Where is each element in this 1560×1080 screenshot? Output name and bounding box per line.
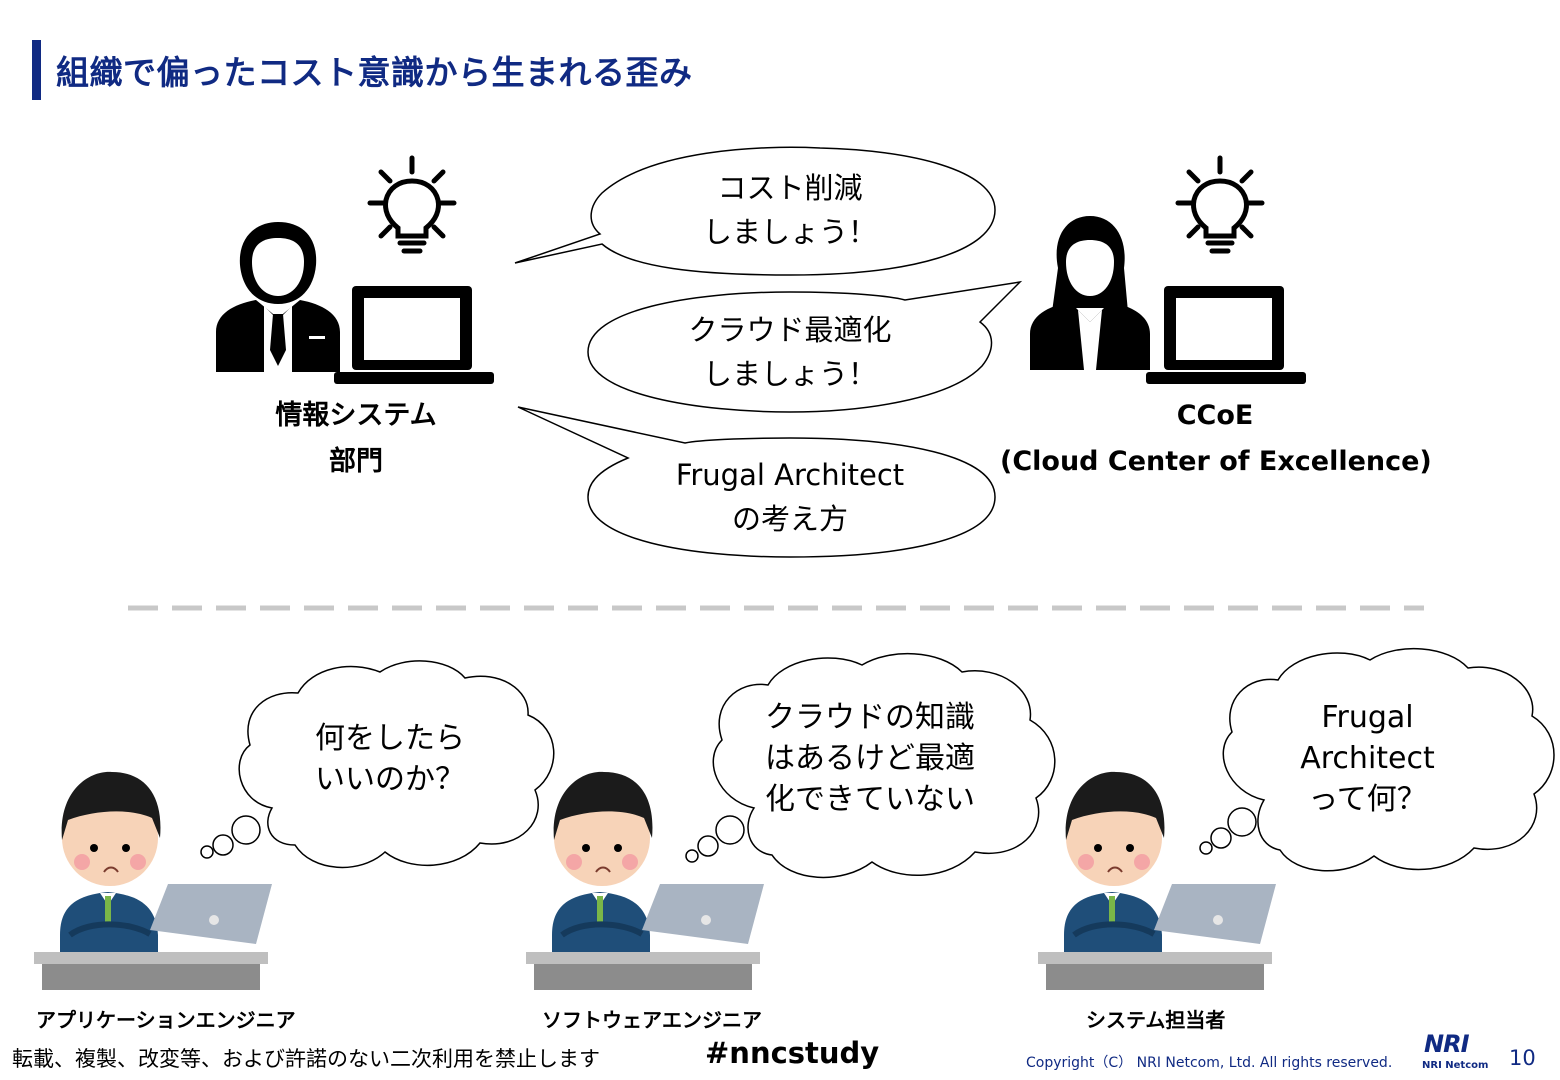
thought-2-line3: 化できていない (765, 782, 975, 817)
speech-bubble-optimize-text: クラウド最適化 しましょう！ (640, 308, 940, 396)
role-label-software-engineer: ソフトウェアエンジニア (542, 1008, 762, 1032)
laptop-icon-left (334, 286, 494, 384)
bubble-optimize-line1: クラウド最適化 (688, 313, 892, 347)
right-person-label-line2: (Cloud Center of Excellence) (1000, 446, 1432, 477)
thought-2-line1: クラウドの知識 (765, 700, 975, 735)
nri-netcom-logo: NRI NRI Netcom (1420, 1030, 1488, 1074)
bubble-optimize-line2: しましょう！ (702, 357, 877, 391)
businessman-icon (216, 222, 340, 372)
thought-1-line2: いいのか？ (315, 762, 465, 797)
bubble-cost-line1: コスト削減 (717, 171, 863, 205)
businesswoman-icon (1030, 216, 1150, 370)
lightbulb-icon-left (367, 155, 457, 254)
thought-3-line3: って何？ (1308, 782, 1427, 817)
copyright-text: Copyright（C） NRI Netcom, Ltd. All rights… (1026, 1055, 1393, 1071)
speech-bubble-cost (514, 146, 996, 276)
thought-cloud-3-text: Frugal Architect って何？ (1275, 697, 1460, 820)
role-label-system-owner: システム担当者 (1086, 1008, 1226, 1032)
right-person-label-line1: CCoE (1176, 400, 1254, 431)
thought-cloud-1-text: 何をしたら いいのか？ (290, 718, 490, 800)
speech-bubble-frugal-text: Frugal Architect の考え方 (640, 453, 940, 541)
thought-3-line1: Frugal (1321, 700, 1414, 735)
worried-engineer-icon-3 (1038, 771, 1276, 990)
page-number: 10 (1509, 1046, 1536, 1070)
right-person-label: CCoE (Cloud Center of Excellence) (1000, 393, 1432, 485)
worried-engineer-icon-2 (526, 771, 764, 990)
lightbulb-icon-right (1175, 155, 1265, 254)
logo-mark-text: NRI (1424, 1030, 1469, 1058)
speech-bubble-cost-text: コスト削減 しましょう！ (640, 166, 940, 254)
speech-bubble-frugal (517, 406, 996, 558)
thought-cloud-1 (200, 660, 555, 869)
bubble-frugal-line1: Frugal Architect (675, 458, 905, 492)
laptop-icon-right (1146, 286, 1306, 384)
logo-sub-text: NRI Netcom (1422, 1060, 1489, 1071)
thought-cloud-3 (1199, 647, 1555, 872)
speech-bubble-optimize (587, 280, 1023, 413)
thought-cloud-2-text: クラウドの知識 はあるけど最適 化できていない (750, 697, 990, 820)
left-person-label-line2: 部門 (329, 446, 383, 477)
thought-1-line1: 何をしたら (315, 721, 465, 756)
thought-2-line2: はあるけど最適 (765, 741, 975, 776)
title-accent-bar (32, 40, 41, 100)
thought-cloud-2 (685, 652, 1056, 879)
thought-3-line2: Architect (1300, 741, 1435, 776)
slide-title: 組織で偏ったコスト意識から生まれる歪み (56, 53, 693, 92)
worried-engineer-icon-1 (34, 771, 272, 990)
role-label-application-engineer: アプリケーションエンジニア (36, 1008, 296, 1032)
left-person-label: 情報システム 部門 (236, 393, 476, 485)
bubble-cost-line2: しましょう！ (702, 215, 877, 249)
bubble-frugal-line2: の考え方 (731, 502, 848, 536)
left-person-label-line1: 情報システム (275, 400, 437, 431)
copy-restriction-notice: 転載、複製、改変等、および許諾のない二次利用を禁止します (12, 1047, 600, 1071)
hashtag: #nncstudy (705, 1036, 880, 1070)
